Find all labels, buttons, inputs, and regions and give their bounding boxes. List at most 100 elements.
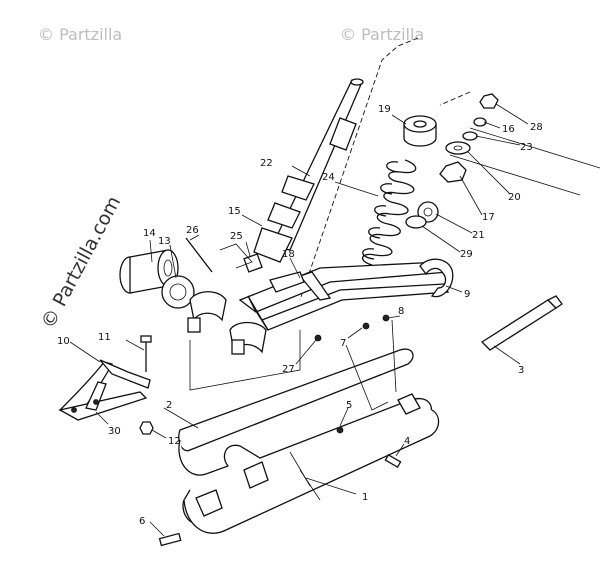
pivot-block-25 bbox=[243, 253, 263, 273]
retainer-hole bbox=[413, 120, 427, 128]
bolt-11-head bbox=[140, 335, 152, 343]
callout-1: 1 bbox=[362, 492, 368, 503]
frame-end-plate bbox=[247, 295, 269, 331]
callout-14: 14 bbox=[143, 228, 156, 239]
leader-10 bbox=[69, 341, 101, 363]
leader-2 bbox=[163, 407, 199, 429]
leader-22 bbox=[291, 165, 311, 177]
callout-21: 21 bbox=[472, 230, 485, 241]
bracket-hole-1 bbox=[71, 407, 77, 413]
bushing-20-hole bbox=[453, 145, 463, 151]
bracket-hole-2 bbox=[93, 399, 99, 405]
callout-13: 13 bbox=[158, 236, 171, 247]
rail-clip-end bbox=[397, 393, 421, 415]
upper-hardware-stack bbox=[405, 93, 601, 229]
exploded-guide-box bbox=[189, 330, 301, 391]
callout-27: 27 bbox=[282, 364, 295, 375]
callout-2: 2 bbox=[166, 400, 172, 411]
washer-21-hole bbox=[423, 207, 433, 217]
callout-22: 22 bbox=[260, 158, 273, 169]
slide-rail-bottom bbox=[183, 409, 440, 534]
rail-strut-2 bbox=[289, 451, 311, 487]
callout-6: 6 bbox=[139, 516, 145, 527]
rail-guide-line bbox=[345, 344, 389, 411]
frame-dashed-line bbox=[299, 37, 419, 301]
callout-15: 15 bbox=[228, 206, 241, 217]
watermark-top-left: © Partzilla bbox=[38, 25, 122, 44]
leader-14 bbox=[149, 239, 153, 263]
bolt-axis-line bbox=[469, 127, 601, 169]
callout-24: 24 bbox=[322, 172, 335, 183]
pivot-tube-bore bbox=[163, 259, 173, 277]
bolt-6 bbox=[158, 532, 182, 547]
callout-7: 7 bbox=[340, 338, 346, 349]
callout-25: 25 bbox=[230, 231, 243, 242]
leader-6 bbox=[149, 521, 165, 537]
clamp-right-bolt-block bbox=[231, 339, 245, 355]
washer-23 bbox=[462, 131, 478, 141]
leader-20 bbox=[467, 151, 511, 195]
leader-24 bbox=[334, 181, 379, 197]
bracket-base bbox=[58, 391, 148, 421]
watermark-top-right: © Partzilla bbox=[340, 25, 424, 44]
callout-23: 23 bbox=[520, 142, 533, 153]
leader-30 bbox=[95, 411, 109, 425]
callout-labels: 22 15 24 19 28 16 23 20 17 21 29 9 18 25… bbox=[57, 104, 543, 527]
clamp-left-bolt-block bbox=[187, 317, 201, 333]
callout-3: 3 bbox=[518, 365, 524, 376]
callout-18: 18 bbox=[282, 249, 295, 260]
frame-mount-bracket-9 bbox=[419, 258, 454, 298]
callout-4: 4 bbox=[404, 436, 410, 447]
frame-gusset bbox=[298, 271, 332, 301]
mount-plate-outline bbox=[219, 243, 253, 269]
callout-12: 12 bbox=[168, 436, 181, 447]
callout-11: 11 bbox=[98, 332, 111, 343]
frame-cross-plate bbox=[269, 271, 305, 293]
leader-29 bbox=[421, 225, 461, 253]
bolt-4 bbox=[384, 454, 402, 468]
nut-12 bbox=[139, 421, 154, 435]
leader-3 bbox=[493, 345, 521, 365]
shock-spring bbox=[361, 159, 417, 266]
rail-clip-rear bbox=[243, 461, 269, 489]
slide-rail bbox=[178, 319, 440, 534]
callout-20: 20 bbox=[508, 192, 521, 203]
slide-upper-bar bbox=[178, 348, 414, 452]
rail-guide-line-8 bbox=[391, 319, 397, 393]
leader-5 bbox=[339, 407, 349, 427]
leader-17 bbox=[459, 175, 483, 216]
shock-shaft-assembly bbox=[253, 37, 471, 301]
shock-body-ring bbox=[267, 202, 301, 229]
washer-16 bbox=[473, 117, 487, 127]
swing-arm-frame bbox=[238, 258, 454, 331]
callout-30: 30 bbox=[108, 426, 121, 437]
bracket-arm-rear bbox=[99, 359, 151, 389]
bracket-web bbox=[85, 381, 107, 411]
rivet-5 bbox=[336, 426, 344, 434]
leader-27 bbox=[295, 339, 317, 365]
bushing-13-hole bbox=[169, 283, 187, 301]
clamp-left bbox=[189, 291, 227, 322]
nut-28 bbox=[479, 93, 499, 109]
bar-3-end bbox=[546, 295, 563, 309]
leader-4 bbox=[395, 443, 405, 457]
mount-bracket bbox=[58, 359, 151, 421]
leader-15 bbox=[241, 214, 263, 227]
leader-lines bbox=[69, 103, 529, 537]
leader-16 bbox=[483, 121, 501, 129]
spring-retainer bbox=[403, 115, 437, 147]
callout-26: 26 bbox=[186, 225, 199, 236]
leader-11 bbox=[125, 339, 145, 351]
fasteners bbox=[139, 314, 402, 547]
pivot-assembly bbox=[119, 237, 301, 391]
leader-8 bbox=[387, 315, 401, 319]
shaft-collar bbox=[329, 117, 357, 151]
leader-1 bbox=[305, 477, 357, 495]
shock-body bbox=[253, 227, 293, 263]
rail-clip-front bbox=[195, 489, 223, 517]
spring-coils bbox=[361, 159, 417, 266]
callout-28: 28 bbox=[530, 122, 543, 133]
leader-13 bbox=[169, 244, 177, 279]
leader-23 bbox=[475, 135, 521, 146]
